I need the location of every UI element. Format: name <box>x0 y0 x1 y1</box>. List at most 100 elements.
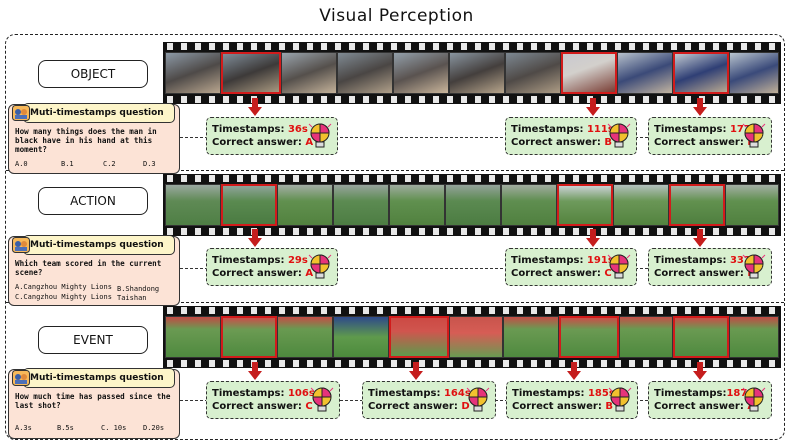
answer-label: Correct answer: <box>654 137 744 148</box>
answer-card: Timestamps: 36s Correct answer: A <box>206 117 338 155</box>
timestamp-value: 187s <box>726 388 754 399</box>
video-frame <box>389 184 445 226</box>
question-header-label: Muti-timestamps question <box>30 240 164 250</box>
question-header-label: Muti-timestamps question <box>30 108 164 118</box>
video-frame-selected <box>221 316 277 358</box>
video-frame <box>729 52 779 94</box>
video-frame <box>165 52 221 94</box>
answer-value: A <box>305 137 314 148</box>
timestamp-label: Timestamps: <box>654 255 727 266</box>
answer-card: Timestamps:187s Correct answer: A <box>648 381 772 419</box>
video-frame <box>613 184 669 226</box>
timestamp-label: Timestamps: <box>368 388 441 399</box>
lightbulb-icon <box>742 123 766 148</box>
timestamp-value: 191s <box>586 255 614 266</box>
answer-value: D <box>461 401 470 412</box>
down-arrow-icon <box>248 229 262 247</box>
section-label-event: EVENT <box>38 326 148 354</box>
down-arrow-icon <box>693 98 707 116</box>
answer-label: Correct answer: <box>511 137 601 148</box>
video-frame <box>333 316 389 358</box>
video-frame-selected <box>389 316 449 358</box>
timestamp-value: 177s <box>729 124 757 135</box>
down-arrow-icon <box>693 362 707 380</box>
option: B.5s <box>57 424 74 432</box>
video-frame-selected <box>673 52 729 94</box>
down-arrow-icon <box>248 362 262 380</box>
timestamp-value: 111s <box>586 124 614 135</box>
video-frame <box>449 316 503 358</box>
people-question-icon <box>12 237 30 253</box>
answer-label: Correct answer: <box>212 401 302 412</box>
option: C.2 <box>103 160 116 168</box>
answer-label: Correct answer: <box>654 401 744 412</box>
lightbulb-icon <box>466 387 490 412</box>
question-card: Muti-timestamps question Which team scor… <box>8 235 180 306</box>
lightbulb-icon <box>608 387 632 412</box>
timestamp-label: Timestamps: <box>511 255 584 266</box>
down-arrow-icon <box>586 98 600 116</box>
timestamp-value: 29s <box>287 255 308 266</box>
section-divider <box>6 302 784 303</box>
question-card: Muti-timestamps question How many things… <box>8 103 180 174</box>
section-label-object: OBJECT <box>38 60 148 88</box>
answer-label: Correct answer: <box>212 268 302 279</box>
video-frame <box>449 52 505 94</box>
down-arrow-icon <box>248 98 262 116</box>
answer-card: Timestamps: 177s Correct answer: D <box>648 117 772 155</box>
down-arrow-icon <box>586 229 600 247</box>
option: D.3 <box>143 160 156 168</box>
answer-value: C <box>604 268 612 279</box>
people-question-icon <box>12 370 30 386</box>
option: C.Cangzhou Mighty Lions <box>15 293 112 301</box>
section-divider <box>6 170 784 171</box>
answer-card: Timestamps: 191s Correct answer: C <box>505 248 637 286</box>
lightbulb-icon <box>607 254 631 279</box>
timestamp-label: Timestamps: <box>511 124 584 135</box>
lightbulb-icon <box>308 123 332 148</box>
answer-card: Timestamps: 185s Correct answer: B <box>506 381 638 419</box>
question-header: Muti-timestamps question <box>12 103 175 123</box>
video-frame-selected <box>221 52 281 94</box>
answer-value: B <box>605 401 613 412</box>
dashed-connector <box>180 268 648 269</box>
down-arrow-icon <box>693 229 707 247</box>
video-frame <box>337 52 393 94</box>
answer-card: Timestamps: 332s Correct answer: B <box>648 248 772 286</box>
section-label-action: ACTION <box>38 187 148 215</box>
film-strip <box>163 42 781 104</box>
question-header: Muti-timestamps question <box>12 368 175 388</box>
video-frame <box>165 316 221 358</box>
answer-label: Correct answer: <box>511 268 601 279</box>
video-frame <box>277 184 333 226</box>
dashed-connector <box>180 137 648 138</box>
film-strip <box>163 174 781 236</box>
video-frame-selected <box>669 184 725 226</box>
timestamp-value: 185s <box>587 388 615 399</box>
answer-card: Timestamps: 164s Correct answer: D <box>362 381 496 419</box>
question-text: Which team scored in the current scene? <box>15 259 162 277</box>
down-arrow-icon <box>567 362 581 380</box>
option: A.Cangzhou Mighty Lions <box>15 283 112 291</box>
lightbulb-icon <box>742 254 766 279</box>
people-question-icon <box>12 105 30 121</box>
question-header: Muti-timestamps question <box>12 235 175 255</box>
answer-label: Correct answer: <box>512 401 602 412</box>
question-text: How many things does the man in black ha… <box>15 127 157 154</box>
timestamp-label: Timestamps: <box>212 388 285 399</box>
answer-label: Correct answer: <box>212 137 302 148</box>
answer-value: B <box>604 137 612 148</box>
timestamp-label: Timestamps: <box>212 124 285 135</box>
option: A.0 <box>15 160 28 168</box>
answer-card: Timestamps: 29s Correct answer: A <box>206 248 338 286</box>
option: B.Shandong Taishan <box>117 285 160 302</box>
video-frame-selected <box>673 316 729 358</box>
video-frame <box>281 52 337 94</box>
option: C. 10s <box>101 424 127 432</box>
lightbulb-icon <box>308 254 332 279</box>
video-frame-selected <box>557 184 613 226</box>
timestamp-label: Timestamps: <box>212 255 285 266</box>
video-frame-selected <box>561 52 617 94</box>
answer-value: A <box>305 268 314 279</box>
video-frame <box>505 52 561 94</box>
